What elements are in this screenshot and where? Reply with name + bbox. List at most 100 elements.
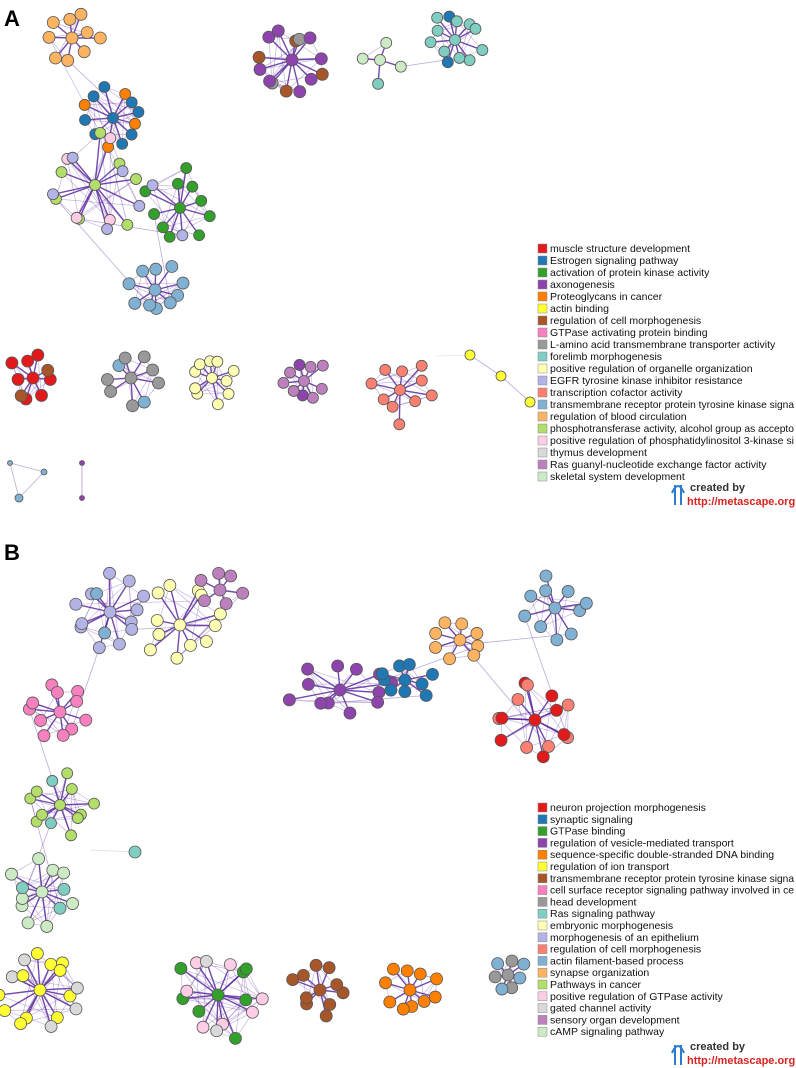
- network-edge: [190, 592, 243, 646]
- network-edge: [122, 171, 140, 207]
- network-node: [372, 77, 384, 90]
- network-node: [203, 210, 216, 223]
- network-node: [279, 84, 293, 98]
- legend-item: gated channel activity: [537, 1003, 652, 1015]
- credit-url-link[interactable]: http://metascape.org: [687, 1055, 795, 1067]
- network-edge: [177, 183, 211, 217]
- network-node: [87, 90, 100, 103]
- network-edge: [11, 873, 65, 890]
- network-node: [476, 44, 489, 56]
- network-node: [299, 991, 313, 1005]
- network-edge: [94, 184, 128, 226]
- network-edge: [29, 709, 72, 836]
- network-node: [5, 356, 19, 370]
- metascape-credit-a: created by http://metascape.org: [671, 482, 795, 508]
- network-node: [121, 218, 134, 231]
- network-edge: [46, 870, 54, 927]
- network-edge: [307, 668, 329, 704]
- network-node: [419, 689, 433, 702]
- network-edge: [152, 184, 193, 188]
- network-node: [0, 988, 6, 1002]
- network-edge: [4, 1008, 76, 1011]
- legend-item: Proteoglycans in cancer: [537, 291, 663, 303]
- network-node: [304, 360, 317, 373]
- legend-item: synaptic signaling: [537, 814, 633, 826]
- legend-item: GTPase binding: [537, 826, 625, 838]
- network-edge: [176, 625, 216, 659]
- network-node: [98, 626, 112, 640]
- network-node: [371, 695, 385, 709]
- network-edge: [186, 990, 253, 1013]
- network-node: [393, 418, 406, 431]
- network-node: [98, 81, 111, 93]
- network-node: [92, 641, 106, 655]
- network-node: [536, 750, 550, 764]
- network-edge: [501, 717, 565, 735]
- network-node: [464, 349, 476, 361]
- network-node: [293, 359, 306, 371]
- network-node: [40, 920, 54, 933]
- network-node: [193, 229, 205, 242]
- network-node: [46, 863, 60, 877]
- legend-item: Ras guanyl-nucleotide exchange factor ac…: [537, 459, 767, 471]
- legend-swatch: [537, 255, 548, 266]
- network-node: [521, 678, 534, 692]
- network-edge: [67, 158, 128, 226]
- network-node: [53, 901, 67, 915]
- network-node: [152, 376, 165, 390]
- network-node: [330, 978, 344, 992]
- metascape-logo-icon: [671, 1045, 685, 1065]
- network-node: [148, 283, 162, 297]
- network-node: [103, 566, 116, 580]
- legend-label: thymus development: [550, 447, 647, 459]
- network-node: [40, 468, 48, 476]
- legend-label: muscle structure development: [550, 243, 690, 255]
- network-edge: [52, 184, 96, 195]
- network-edge: [469, 354, 502, 377]
- metascape-logo-icon: [671, 485, 685, 505]
- network-node: [26, 696, 40, 710]
- legend-item: positive regulation of GTPase activity: [537, 991, 723, 1003]
- network-node: [285, 53, 299, 67]
- legend-item: L-amino acid transmembrane transporter a…: [537, 339, 776, 351]
- network-node: [130, 603, 144, 617]
- network-node: [394, 60, 407, 73]
- network-node: [561, 585, 575, 598]
- legend-swatch: [537, 1003, 548, 1013]
- network-edge: [36, 791, 95, 804]
- network-node: [151, 586, 165, 600]
- network-node: [66, 897, 79, 910]
- network-node: [403, 983, 417, 997]
- network-edge: [20, 953, 38, 1024]
- network-edge: [104, 573, 110, 633]
- network-node: [69, 1002, 83, 1016]
- network-node: [88, 797, 100, 810]
- network-node: [284, 366, 296, 379]
- network-node: [184, 638, 197, 652]
- network-node: [126, 399, 139, 413]
- network-edge: [196, 962, 200, 1012]
- network-edge: [162, 215, 210, 228]
- network-edge: [75, 600, 205, 605]
- legend-item: positive regulation of organelle organiz…: [537, 363, 753, 375]
- network-node: [119, 88, 132, 100]
- network-node: [545, 689, 559, 703]
- network-node: [375, 667, 389, 681]
- network-node: [322, 961, 336, 975]
- network-edge: [22, 975, 77, 1010]
- network-node: [467, 648, 481, 662]
- network-node: [314, 52, 328, 66]
- network-node: [71, 812, 84, 824]
- network-node: [94, 127, 107, 139]
- network-edge: [61, 171, 111, 221]
- network-edge: [36, 817, 78, 822]
- legend-item: regulation of blood circulation: [537, 411, 687, 423]
- credit-created-by: created by: [690, 1041, 746, 1053]
- network-node: [5, 970, 19, 984]
- legend-item: transmembrane receptor protein tyrosine …: [537, 399, 794, 411]
- credit-url-link[interactable]: http://metascape.org: [687, 496, 795, 508]
- network-node: [34, 714, 47, 727]
- network-node: [186, 180, 199, 193]
- network-edge: [76, 178, 137, 219]
